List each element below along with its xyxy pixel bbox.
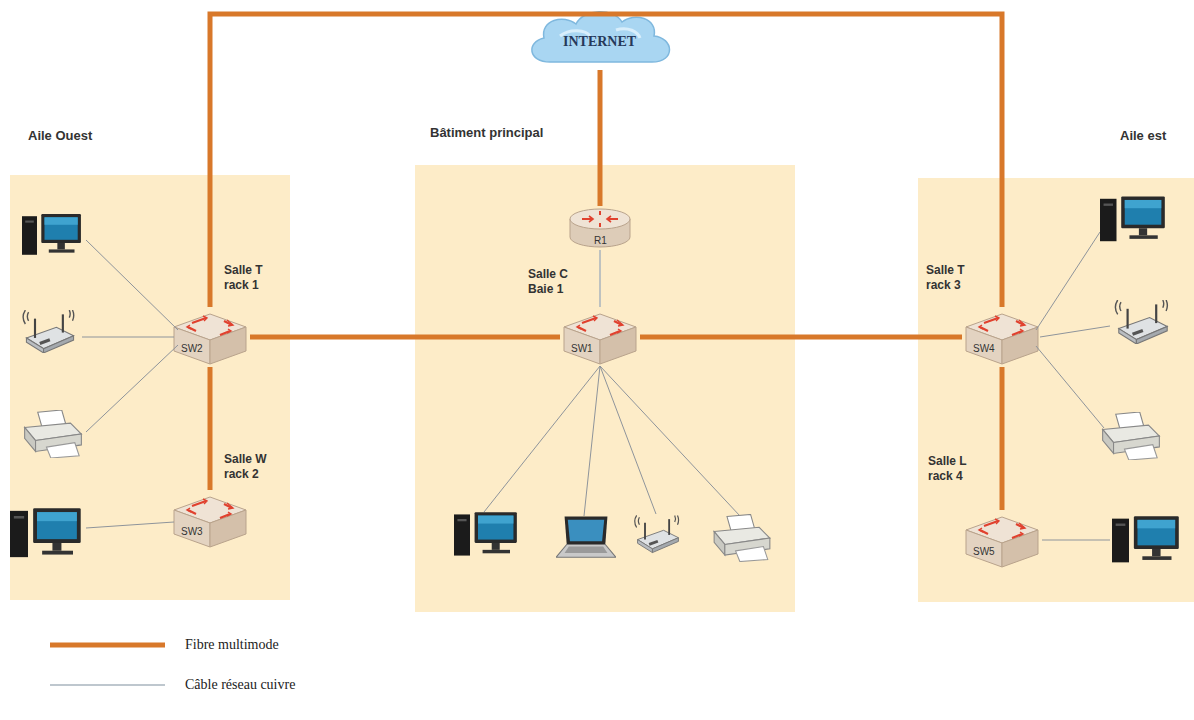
device-name: R1 [594,235,607,246]
switch-node: Salle T rack 1SW2 [170,307,250,367]
devices [10,196,1179,562]
fibre-link [640,335,962,340]
location-label: Salle L rack 4 [928,454,992,484]
device-name: SW1 [571,343,593,354]
zone-heading: Aile Ouest [28,128,92,143]
fibre-link [210,14,1002,307]
cloud-node: INTERNET [520,6,680,70]
location-label: Salle C Baie 1 [528,267,592,297]
location-label: Salle T rack 3 [926,263,990,293]
cloud-label: INTERNET [563,34,636,50]
legend-text: Fibre multimode [185,637,279,653]
switch-shape [170,490,250,550]
device-name: SW5 [973,546,995,557]
device-name: SW2 [181,343,203,354]
switch-shape [170,307,250,367]
fibre-link [1000,367,1005,510]
device-name: SW3 [181,526,203,537]
legend-samples [50,645,165,685]
fibre-link [208,367,213,490]
switch-node: Salle T rack 3SW4 [962,307,1042,367]
switch-node: Salle W rack 2SW3 [170,490,250,550]
switch-node: Salle C Baie 1SW1 [560,307,640,367]
device-name: SW4 [973,343,995,354]
building-zone: Aile OuestSalle T rack 1SW2Salle W rack … [10,175,290,600]
copper-cables [82,232,1110,540]
copper-link [599,250,601,307]
fibre-link [598,70,603,206]
zone-heading: Bâtiment principal [430,125,543,140]
switch-node: Salle L rack 4SW5 [962,510,1042,570]
router-node: R1 [568,206,632,250]
zone-heading: Aile est [1120,128,1166,143]
location-label: Salle W rack 2 [224,452,288,482]
building-zone: Aile estSalle T rack 3SW4Salle L rack 4S… [918,178,1194,602]
fibre-link [250,335,560,340]
legend-text: Câble réseau cuivre [185,677,295,693]
building-zone: Bâtiment principalR1Salle C Baie 1SW1 [415,165,795,612]
switch-shape [560,307,640,367]
location-label: Salle T rack 1 [224,263,288,293]
switch-shape [962,307,1042,367]
switch-shape [962,510,1042,570]
